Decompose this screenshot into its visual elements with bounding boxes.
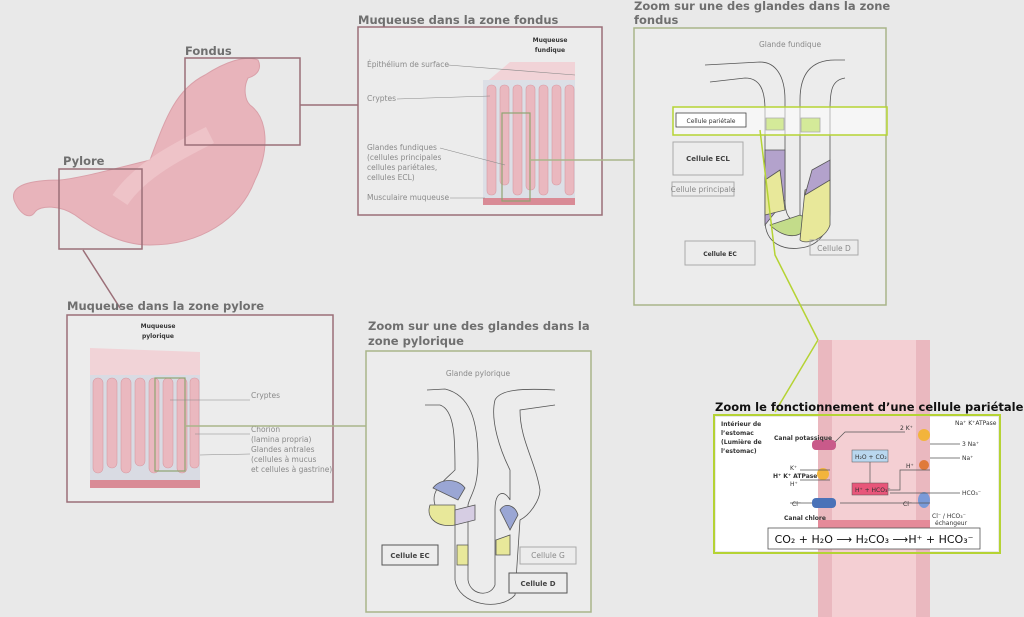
- arrows: [790, 431, 960, 504]
- parietal-cell-panel: [713, 414, 1001, 554]
- svg-text:K⁺: K⁺: [790, 465, 797, 472]
- chloride-channel-icon: [812, 498, 836, 508]
- pylore-mucosa-labels: Cryptes Chorion (lamina propria) Glandes…: [251, 391, 332, 474]
- parietal-cell-highlight: [672, 106, 888, 136]
- pyloric-gland-highlight: [154, 377, 186, 472]
- svg-text:cellules ECL): cellules ECL): [367, 173, 415, 182]
- sodium-transporter-icon: [919, 460, 929, 470]
- svg-text:cellules pariétales,: cellules pariétales,: [367, 163, 437, 172]
- label-text: Cellule D: [817, 244, 851, 253]
- svg-text:Cl⁻ / HCO₃⁻: Cl⁻ / HCO₃⁻: [932, 513, 966, 520]
- label-cellule-g: [519, 546, 577, 565]
- label-text: Cellule D: [520, 580, 555, 588]
- svg-text:Cryptes: Cryptes: [367, 94, 396, 103]
- svg-text:et cellules à gastrine): et cellules à gastrine): [251, 465, 332, 474]
- parietal-cell-transporters: [812, 429, 930, 508]
- parietal-cell-tissue: [818, 340, 930, 617]
- svg-text:H⁺ K⁺ ATPase: H⁺ K⁺ ATPase: [773, 473, 817, 480]
- equation: CO₂ + H₂O ⟶ H₂CO₃ ⟶H⁺ + HCO₃⁻: [775, 533, 974, 546]
- fundus-gland-highlight: [501, 112, 531, 202]
- fondus-highlight-box: [184, 57, 301, 146]
- svg-text:(cellules à mucus: (cellules à mucus: [251, 455, 316, 464]
- label-cellule-ecl: [672, 141, 744, 176]
- svg-text:Glandes antrales: Glandes antrales: [251, 445, 315, 454]
- stomach-illustration: [13, 57, 266, 246]
- pylore-mucosa-title: Muqueuse dans la zone pylore: [67, 299, 264, 313]
- svg-text:Glandes fundiques: Glandes fundiques: [367, 143, 437, 152]
- fondus-label: Fondus: [185, 44, 232, 58]
- svg-text:Canal chlore: Canal chlore: [784, 515, 826, 522]
- svg-text:échangeur: échangeur: [935, 520, 968, 527]
- label-text: Cellule EC: [390, 552, 429, 560]
- label-cellule-ec: [684, 240, 756, 266]
- lumen-label: Intérieur de l’estomac (Lumière de l’est…: [721, 421, 764, 455]
- svg-text:Cl⁻: Cl⁻: [792, 501, 801, 508]
- pylore-label: Pylore: [63, 154, 105, 168]
- svg-text:(cellules principales: (cellules principales: [367, 153, 442, 162]
- svg-text:Canal potassique: Canal potassique: [774, 435, 832, 442]
- exchanger-icon: [918, 492, 930, 508]
- svg-text:Na⁺: Na⁺: [962, 455, 973, 462]
- label-cellule-principale: [671, 181, 735, 197]
- connector-line: [759, 129, 819, 413]
- pylore-mucosa-illustration: [90, 348, 200, 488]
- svg-text:H⁺ + HCO₃⁻: H⁺ + HCO₃⁻: [855, 487, 891, 494]
- label-text: Cellule G: [531, 551, 565, 560]
- svg-text:Musculaire muqueuse: Musculaire muqueuse: [367, 193, 450, 202]
- potassium-channel-icon: [812, 440, 836, 450]
- pyloric-gland-panel: [365, 350, 592, 613]
- label-text: Cellule ECL: [686, 155, 730, 163]
- nak-atpase-icon: [918, 429, 930, 441]
- fundus-mucosa-title: Muqueuse dans la zone fondus: [358, 13, 559, 27]
- svg-text:H₂O + CO₂: H₂O + CO₂: [855, 454, 887, 461]
- parietal-cell-title: Zoom le fonctionnement d’une cellule par…: [715, 400, 1024, 414]
- svg-text:HCO₃⁻: HCO₃⁻: [962, 490, 981, 497]
- svg-text:3 Na⁺: 3 Na⁺: [962, 441, 979, 448]
- parietal-cell-labels: Canal potassique K⁺ H⁺ K⁺ ATPase H⁺ Cl⁻ …: [773, 420, 997, 527]
- leader-lines: [396, 64, 576, 199]
- svg-text:Na⁺ K⁺ATPase: Na⁺ K⁺ATPase: [955, 420, 997, 427]
- svg-text:2 K⁺: 2 K⁺: [900, 425, 913, 432]
- svg-text:Cl⁻: Cl⁻: [903, 501, 912, 508]
- fundus-mucosa-labels: Épithélium de surface Cryptes Glandes fu…: [367, 60, 450, 202]
- fundic-gland-panel: [633, 27, 887, 306]
- pyloric-gland-name: Glande pylorique: [446, 369, 511, 378]
- equation-box: [767, 527, 981, 550]
- fundus-mucosa-illustration: [483, 62, 575, 205]
- leader-lines: [170, 399, 251, 456]
- label-text: Cellule EC: [703, 251, 737, 258]
- svg-text:H⁺: H⁺: [906, 463, 914, 470]
- label-cellule-d: [508, 572, 568, 594]
- label-cellule-parietale: [675, 112, 747, 128]
- pyloric-gland-illustration: [425, 388, 556, 605]
- label-text: Cellule pariétale: [687, 118, 736, 125]
- fundic-gland-name: Glande fundique: [759, 40, 822, 49]
- label-text: Cellule principale: [671, 185, 736, 194]
- label-cellule-d: [809, 239, 859, 256]
- pylore-highlight-box: [58, 168, 143, 250]
- svg-text:Cryptes: Cryptes: [251, 391, 280, 400]
- hk-atpase-icon: [817, 468, 829, 480]
- svg-text:(lamina propria): (lamina propria): [251, 435, 312, 444]
- svg-text:Chorion: Chorion: [251, 425, 280, 434]
- connector-line: [82, 249, 121, 309]
- svg-text:H⁺: H⁺: [790, 481, 798, 488]
- svg-text:Épithélium de surface: Épithélium de surface: [367, 60, 449, 69]
- label-cellule-ec: [381, 544, 439, 566]
